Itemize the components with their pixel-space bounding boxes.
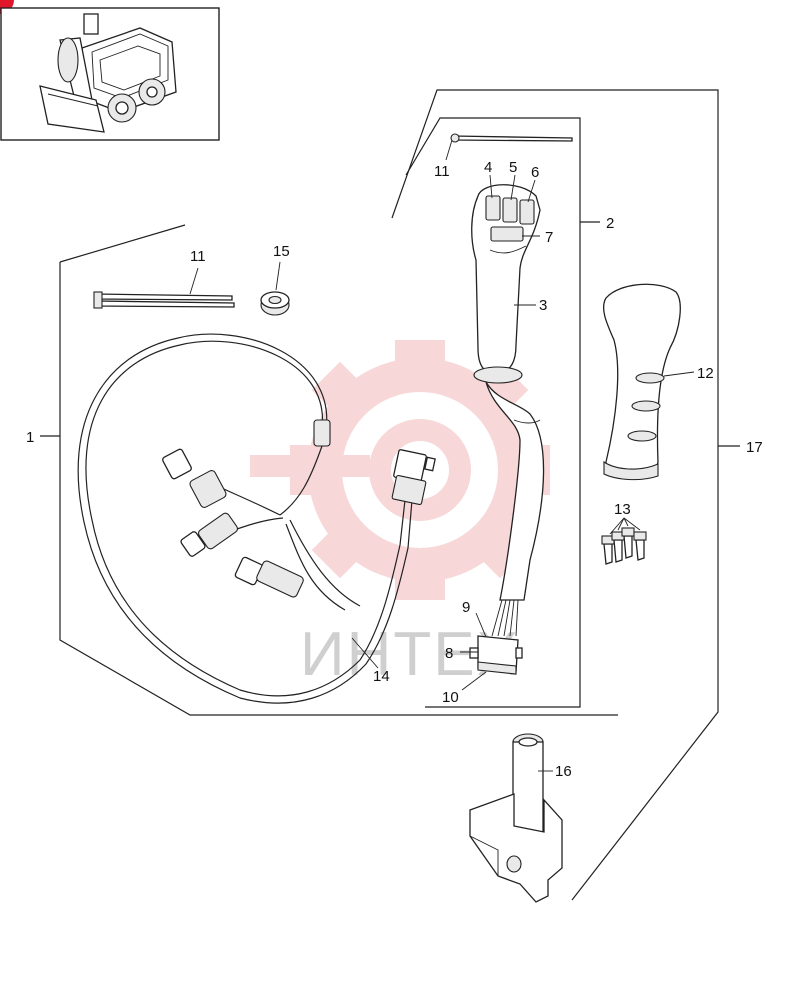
callout-10: 10: [442, 689, 459, 706]
machine-thumbnail: [0, 7, 220, 141]
harness-connector-a: [162, 448, 227, 508]
callout-17: 17: [746, 439, 763, 456]
callout-16: 16: [555, 763, 572, 780]
switch-part-4: [485, 195, 501, 221]
leader-6: [527, 179, 536, 203]
callout-6: 6: [531, 164, 539, 181]
cable-ties-part-11-lower: [93, 267, 235, 309]
callout-15: 15: [273, 243, 290, 260]
callout-7: 7: [545, 229, 553, 246]
joystick-handle-part-3: [471, 184, 545, 637]
group-outline-17: [391, 89, 740, 901]
wiring-harness-part-14: [77, 333, 436, 704]
callout-11-upper: 11: [434, 163, 450, 180]
mount-bracket-part-16: [469, 733, 563, 903]
callout-12: 12: [697, 365, 714, 382]
callout-13: 13: [614, 501, 631, 518]
cable-tie-part-11-upper: [445, 133, 573, 161]
callout-3: 3: [539, 297, 547, 314]
connector-part-8: [469, 635, 523, 675]
harness-connector-c: [234, 556, 304, 598]
grip-cover-part-12: [602, 283, 695, 481]
callout-11-lower: 11: [190, 248, 206, 265]
grommet-part-15: [260, 261, 290, 316]
leader-10: [461, 671, 487, 691]
callout-9: 9: [462, 599, 470, 616]
harness-connector-d: [391, 449, 436, 506]
callout-1: 1: [26, 429, 34, 446]
switch-part-5: [502, 197, 518, 223]
leader-9: [475, 612, 487, 638]
leader-5: [510, 174, 516, 201]
callout-8: 8: [445, 645, 453, 662]
switch-part-7: [490, 226, 524, 242]
callout-14: 14: [373, 668, 390, 685]
callout-4: 4: [484, 159, 492, 176]
harness-connector-b: [180, 512, 239, 557]
bolts-part-13: [601, 517, 647, 565]
callout-5: 5: [509, 159, 517, 176]
leader-4: [489, 174, 493, 199]
group-outline-1: [40, 224, 618, 716]
switch-part-6: [519, 199, 535, 225]
group-outline-2: [405, 117, 600, 708]
callout-2: 2: [606, 215, 614, 232]
